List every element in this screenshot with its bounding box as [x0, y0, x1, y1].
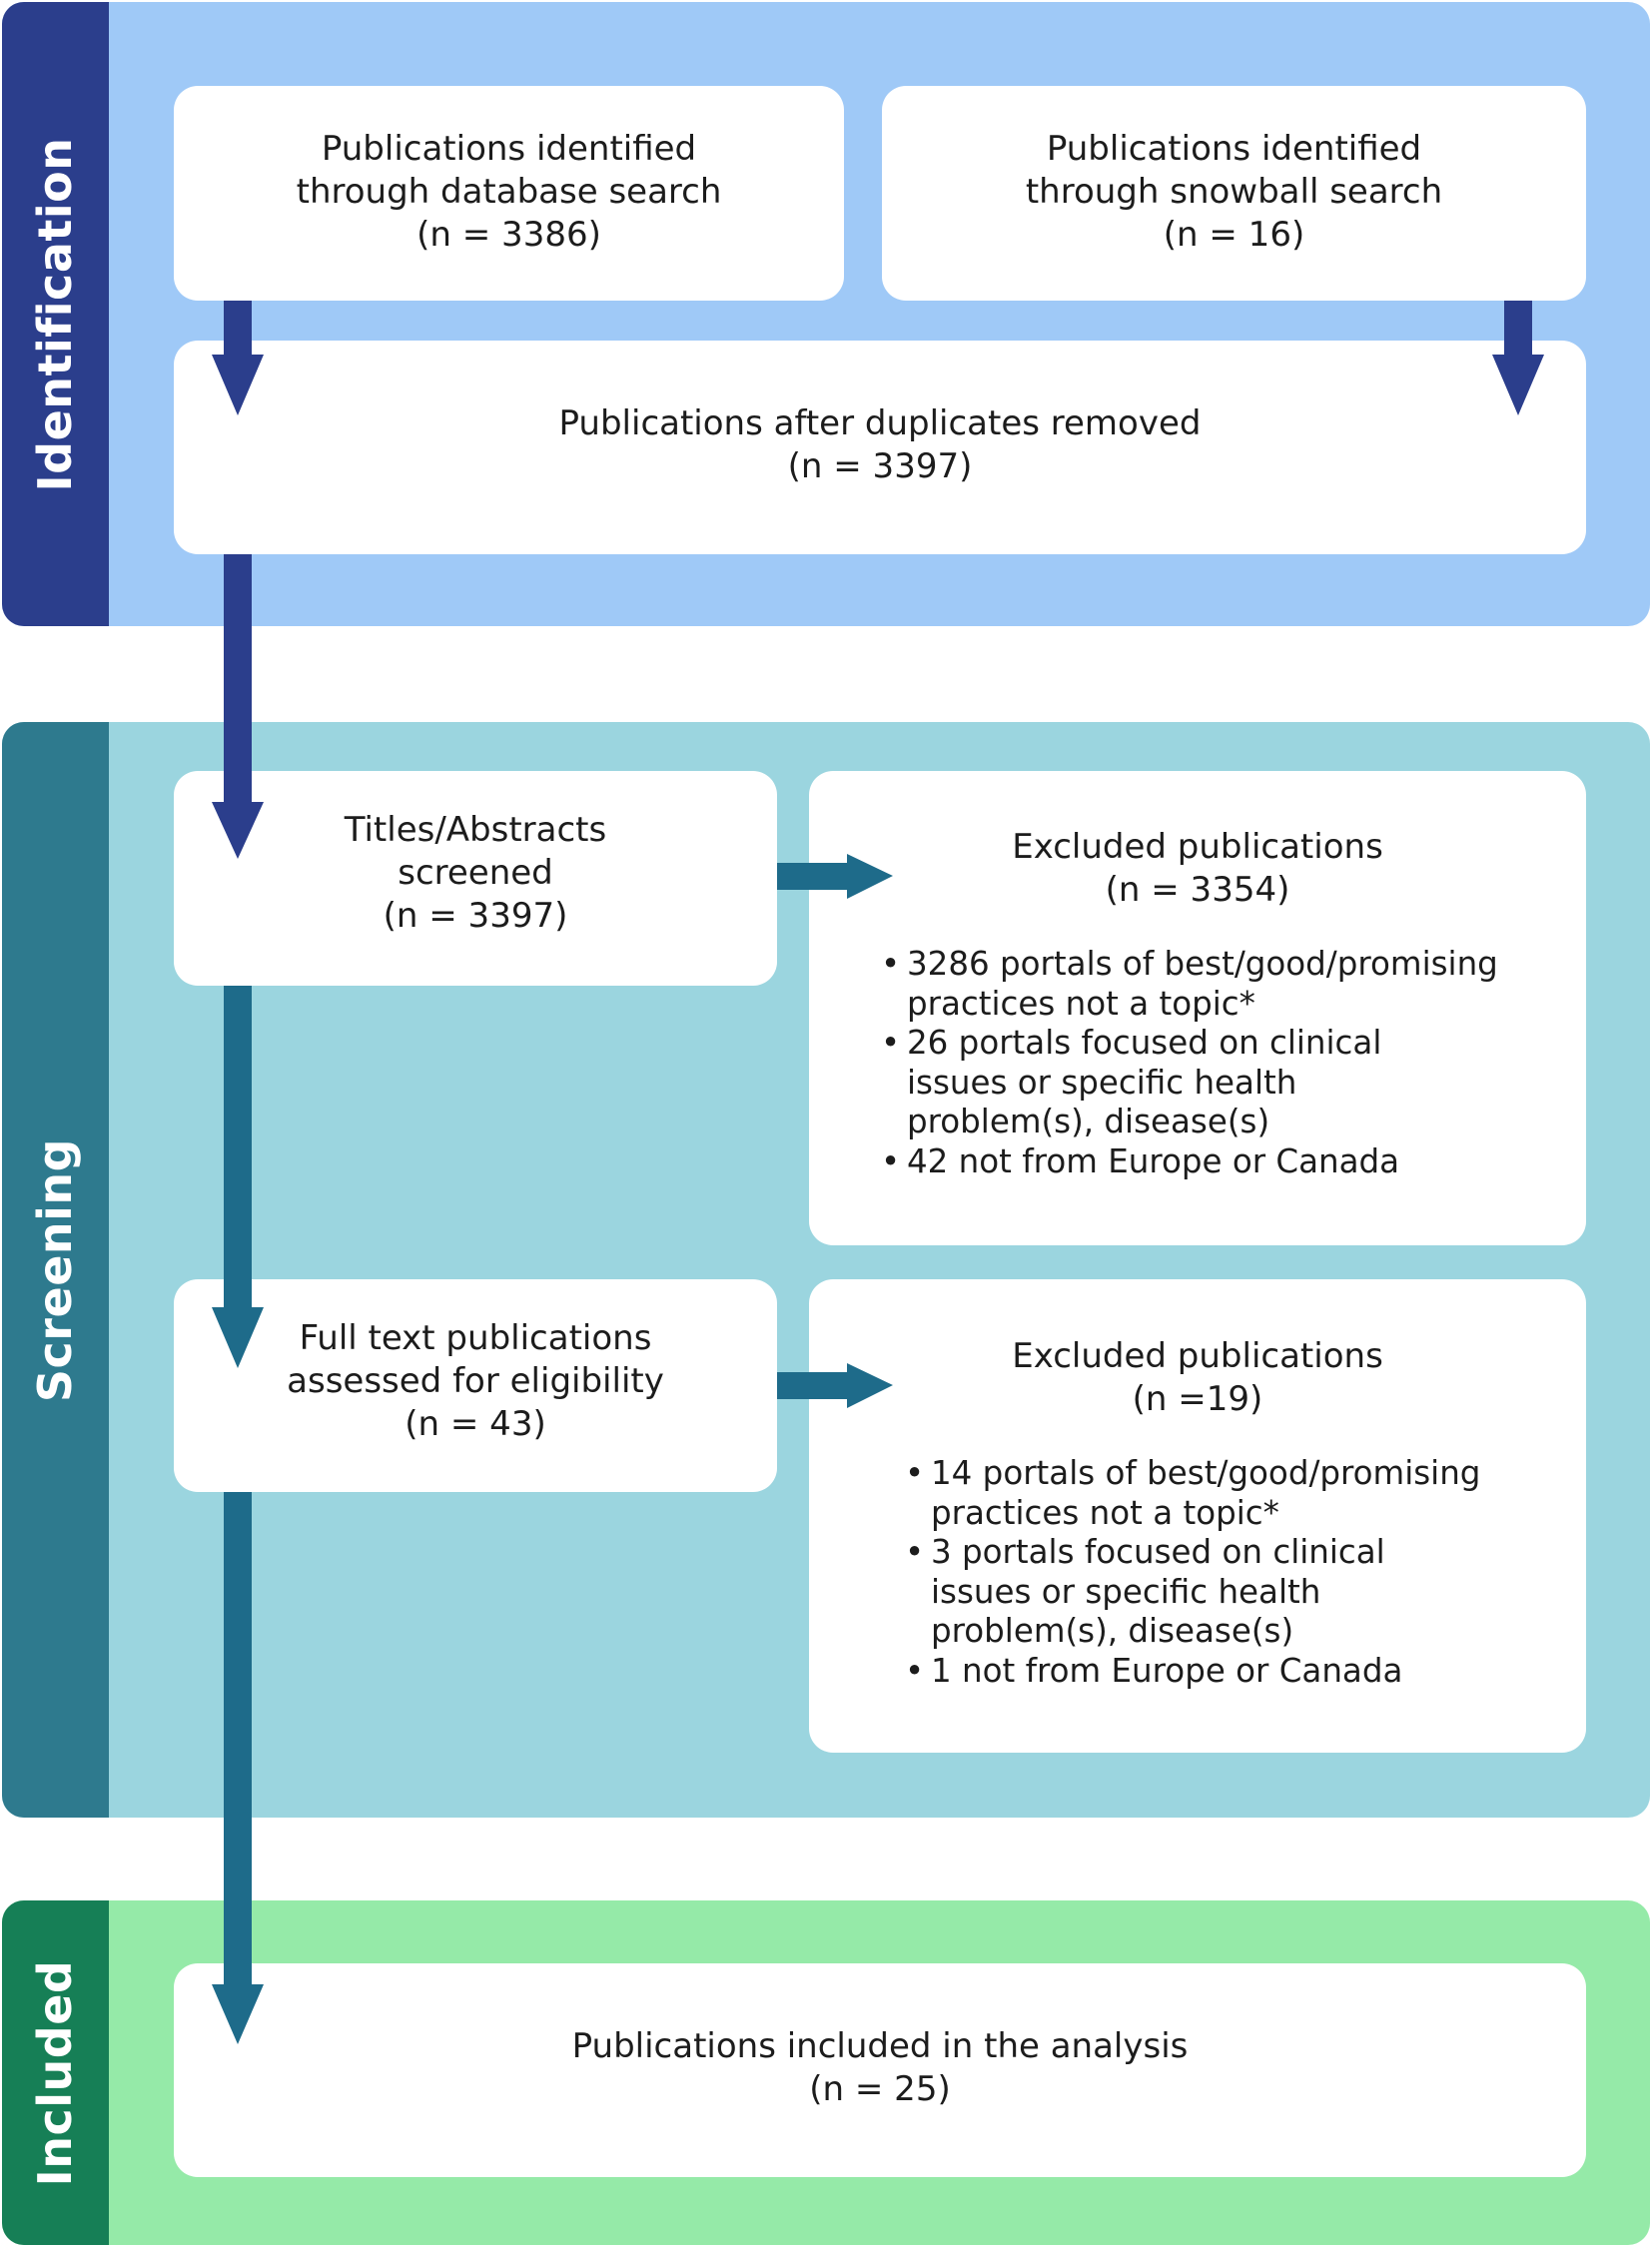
excluded-1-reason: 26 portals focused on clinical issues or… — [881, 1024, 1540, 1142]
titles-abstracts-line1: Titles/Abstracts — [344, 810, 607, 850]
arrow-deduplicated-to-titles — [212, 554, 264, 859]
database-search-box: Publications identified through database… — [174, 86, 844, 301]
arrow-database-to-deduplicated — [212, 301, 264, 415]
titles-abstracts-box: Titles/Abstracts screened (n = 3397) — [174, 771, 777, 986]
excluded-publications-box-1: Excluded publications (n = 3354) 3286 po… — [809, 771, 1586, 1245]
database-search-count: (n = 3386) — [416, 215, 601, 255]
snowball-search-box: Publications identified through snowball… — [882, 86, 1586, 301]
titles-abstracts-line2: screened — [398, 853, 553, 893]
excluded-2-reason: 1 not from Europe or Canada — [905, 1652, 1544, 1692]
full-text-count: (n = 43) — [405, 1404, 546, 1444]
snowball-search-line1: Publications identified — [1046, 129, 1422, 169]
excluded-1-reasons: 3286 portals of best/good/promising prac… — [881, 945, 1540, 1181]
excluded-1-title: Excluded publications — [1012, 827, 1383, 867]
included-analysis-count: (n = 25) — [809, 2069, 951, 2109]
snowball-search-line2: through snowball search — [1025, 172, 1443, 212]
full-text-box: Full text publications assessed for elig… — [174, 1279, 777, 1492]
snowball-search-count: (n = 16) — [1163, 215, 1305, 255]
full-text-line1: Full text publications — [299, 1318, 652, 1358]
duplicates-removed-box: Publications after duplicates removed (n… — [174, 341, 1586, 554]
arrow-snowball-to-deduplicated — [1492, 301, 1544, 415]
excluded-1-reason: 3286 portals of best/good/promising prac… — [881, 945, 1540, 1024]
identification-stage-tab: Identification — [2, 2, 109, 626]
full-text-line2: assessed for eligibility — [287, 1361, 664, 1401]
excluded-2-reasons: 14 portals of best/good/promising practi… — [905, 1454, 1544, 1691]
excluded-2-reason: 3 portals focused on clinical issues or … — [905, 1533, 1544, 1652]
arrow-fulltext-to-included — [212, 1492, 264, 2044]
duplicates-removed-line1: Publications after duplicates removed — [558, 403, 1202, 443]
arrow-titles-to-fulltext — [212, 986, 264, 1368]
excluded-2-title: Excluded publications — [1012, 1336, 1383, 1376]
screening-stage-tab: Screening — [2, 722, 109, 1818]
included-analysis-line1: Publications included in the analysis — [571, 2026, 1189, 2066]
excluded-publications-box-2: Excluded publications (n =19) 14 portals… — [809, 1279, 1586, 1753]
included-analysis-box: Publications included in the analysis (n… — [174, 1963, 1586, 2177]
arrow-titles-to-excluded — [777, 854, 893, 899]
titles-abstracts-count: (n = 3397) — [383, 896, 568, 936]
arrow-fulltext-to-excluded — [777, 1363, 893, 1408]
database-search-line2: through database search — [296, 172, 722, 212]
excluded-1-count: (n = 3354) — [1105, 870, 1290, 910]
included-stage-tab: Included — [2, 1900, 109, 2245]
excluded-2-reason: 14 portals of best/good/promising practi… — [905, 1454, 1544, 1533]
excluded-2-count: (n =19) — [1132, 1379, 1263, 1419]
excluded-1-reason: 42 not from Europe or Canada — [881, 1142, 1540, 1182]
database-search-line1: Publications identified — [321, 129, 697, 169]
duplicates-removed-count: (n = 3397) — [787, 446, 973, 486]
